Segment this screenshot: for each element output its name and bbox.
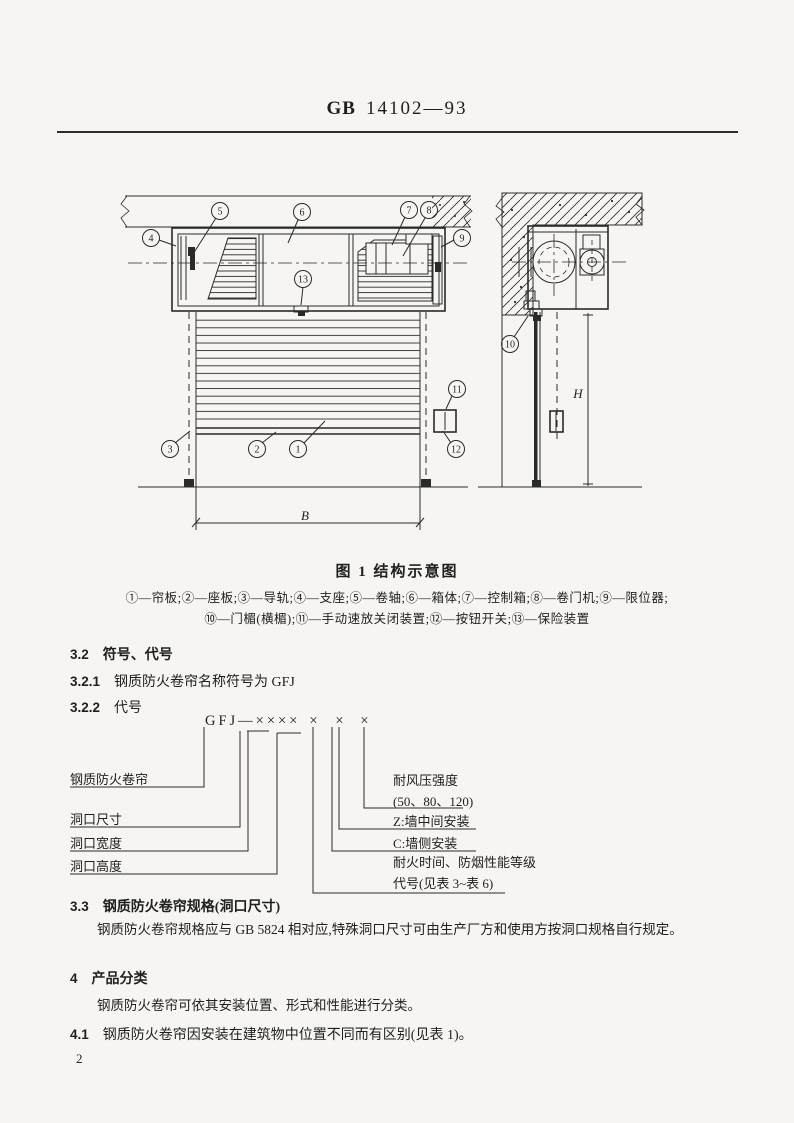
- dimension-H: H: [572, 313, 593, 486]
- callout-13: 13: [294, 270, 312, 306]
- section-number: 4.1: [70, 1027, 89, 1042]
- callout-8: 8: [402, 201, 438, 257]
- callout-6: 6: [287, 203, 311, 244]
- callout-4: 4: [142, 229, 177, 247]
- callout-3: 3: [161, 430, 191, 458]
- designation-code-diagram: GFJ—×××× × × × 钢质防火卷帘 洞口尺寸 洞口宽度 洞口高度 耐风压…: [70, 713, 536, 894]
- figure-legend-line2: ⑩—门楣(横楣);⑪—手动速放关闭装置;⑫—按钮开关;⑬—保险装置: [204, 612, 590, 626]
- wall-section: [501, 192, 643, 316]
- header-rule: [57, 131, 738, 133]
- label-opening-height: 洞口高度: [70, 859, 122, 874]
- section-text: 钢质防火卷帘因安装在建筑物中位置不同而有区别(见表 1)。: [102, 1028, 473, 1043]
- label-wind-values: (50、80、120): [393, 794, 473, 809]
- label-opening-size: 洞口尺寸: [70, 812, 122, 827]
- label-wind-pressure: 耐风压强度: [393, 773, 458, 788]
- svg-text:3: 3: [168, 445, 173, 456]
- svg-text:1: 1: [296, 445, 301, 456]
- callout-11: 11: [445, 380, 466, 410]
- section-text: 代号: [114, 701, 143, 716]
- designation-x1: ×: [309, 713, 320, 729]
- callout-9: 9: [440, 229, 471, 248]
- dimension-B: B: [191, 508, 425, 530]
- svg-text:4: 4: [149, 234, 154, 245]
- section-text: 钢质防火卷帘名称符号为 GFJ: [114, 675, 295, 690]
- label-install-mid: Z:墙中间安装: [393, 814, 470, 829]
- curtain-side: [534, 312, 538, 486]
- page-number: 2: [76, 1051, 83, 1066]
- callouts: 1 2 3 4 5 6 7 8 9 10 11 12 13: [142, 201, 529, 458]
- section-title: 钢质防火卷帘规格(洞口尺寸): [102, 900, 281, 915]
- designation-labels: 钢质防火卷帘 洞口尺寸 洞口宽度 洞口高度 耐风压强度 (50、80、120) …: [70, 772, 536, 891]
- label-install-side: C:墙侧安装: [393, 836, 457, 851]
- designation-code-line: GFJ—×××× × × ×: [205, 713, 371, 734]
- front-view: B: [120, 195, 473, 530]
- svg-text:5: 5: [218, 207, 223, 218]
- section-4-body: 钢质防火卷帘可依其安装位置、形式和性能进行分类。: [97, 998, 421, 1013]
- designation-code: GFJ—××××: [205, 713, 300, 729]
- section-4-1: 4.1 钢质防火卷帘因安装在建筑物中位置不同而有区别(见表 1)。: [70, 1024, 473, 1044]
- section-number: 4: [70, 971, 78, 986]
- designation-connectors: [70, 727, 505, 894]
- callout-2: 2: [248, 431, 277, 458]
- svg-text:10: 10: [505, 340, 515, 351]
- section-number: 3.2.1: [70, 674, 101, 689]
- label-fire-grade-1: 耐火时间、防烟性能等级: [393, 855, 536, 870]
- section-3-3-body: 钢质防火卷帘规格应与 GB 5824 相对应,特殊洞口尺寸可由生产厂方和使用方按…: [97, 922, 683, 937]
- section-3-3-heading: 3.3 钢质防火卷帘规格(洞口尺寸): [70, 896, 280, 916]
- section-4-heading: 4 产品分类: [70, 968, 148, 988]
- bottom-bar: [196, 427, 420, 435]
- label-product: 钢质防火卷帘: [70, 772, 148, 787]
- roller-coil-left: [207, 237, 257, 300]
- callout-7: 7: [391, 201, 418, 246]
- section-number: 3.2: [70, 647, 89, 662]
- standard-number: 14102—93: [365, 98, 468, 119]
- figure-caption: 图 1 结构示意图: [335, 564, 459, 580]
- svg-text:2: 2: [255, 445, 260, 456]
- section-3-2-1: 3.2.1 钢质防火卷帘名称符号为 GFJ: [70, 671, 295, 691]
- designation-x3: ×: [360, 713, 371, 729]
- section-title: 产品分类: [91, 972, 148, 987]
- section-3-2-2: 3.2.2 代号: [70, 697, 142, 717]
- door-operator: [365, 242, 429, 275]
- wall-button-box: [549, 410, 564, 433]
- section-number: 3.2.2: [70, 700, 101, 715]
- section-number: 3.3: [70, 899, 89, 914]
- side-view: H: [478, 192, 645, 488]
- section-title: 符号、代号: [102, 648, 173, 663]
- callout-5: 5: [192, 202, 229, 255]
- designation-x2: ×: [335, 713, 346, 729]
- svg-text:9: 9: [460, 234, 465, 245]
- svg-text:11: 11: [452, 385, 462, 396]
- callout-10: 10: [501, 315, 529, 353]
- shutter-box-side: [527, 225, 609, 310]
- callout-1: 1: [289, 420, 326, 458]
- standard-org: GB: [326, 98, 356, 119]
- svg-text:8: 8: [427, 206, 432, 217]
- figure-legend-line1: ①—帘板;②—座板;③—导轨;④—支座;⑤—卷轴;⑥—箱体;⑦—控制箱;⑧—卷门…: [125, 591, 669, 605]
- label-fire-grade-2: 代号(见表 3~表 6): [393, 876, 493, 891]
- standard-code: GB 14102—93: [0, 98, 794, 120]
- figure-structure-diagram: B: [120, 192, 645, 530]
- height-dimension-label: H: [572, 386, 583, 401]
- section-3-2-heading: 3.2 符号、代号: [70, 644, 173, 664]
- push-button-box: [433, 409, 457, 433]
- curtain-slats: [196, 314, 420, 426]
- svg-text:13: 13: [298, 275, 308, 286]
- callout-12: 12: [442, 430, 465, 458]
- svg-text:6: 6: [300, 208, 305, 219]
- svg-text:12: 12: [451, 445, 461, 456]
- svg-text:7: 7: [407, 206, 412, 217]
- label-opening-width: 洞口宽度: [70, 836, 122, 851]
- width-dimension-label: B: [301, 508, 309, 523]
